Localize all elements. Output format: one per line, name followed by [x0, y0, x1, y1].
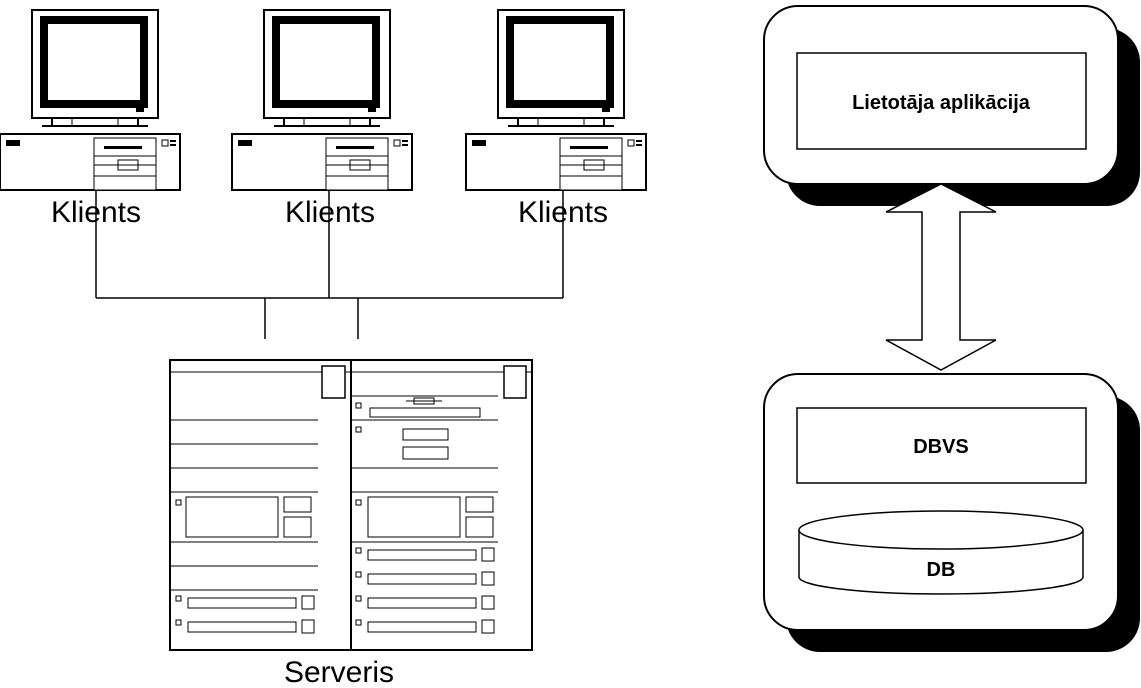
network-lines	[95, 190, 564, 339]
client-computer-3	[466, 10, 646, 190]
client-label-1: Klients	[51, 196, 141, 229]
app-box	[763, 5, 1140, 206]
client-label-3: Klients	[518, 196, 608, 229]
client-computer-2	[232, 10, 412, 190]
database-cylinder-icon	[798, 510, 1084, 595]
server-label: Serveris	[284, 656, 394, 688]
client-label-2: Klients	[285, 196, 375, 229]
client-computer-1	[0, 10, 180, 190]
server-rack	[169, 359, 533, 651]
double-arrow-icon	[885, 183, 997, 371]
dbvs-label: DBVS	[913, 436, 969, 458]
app-box-label: Lietotāja aplikācija	[852, 92, 1031, 114]
db-label: DB	[927, 559, 956, 581]
